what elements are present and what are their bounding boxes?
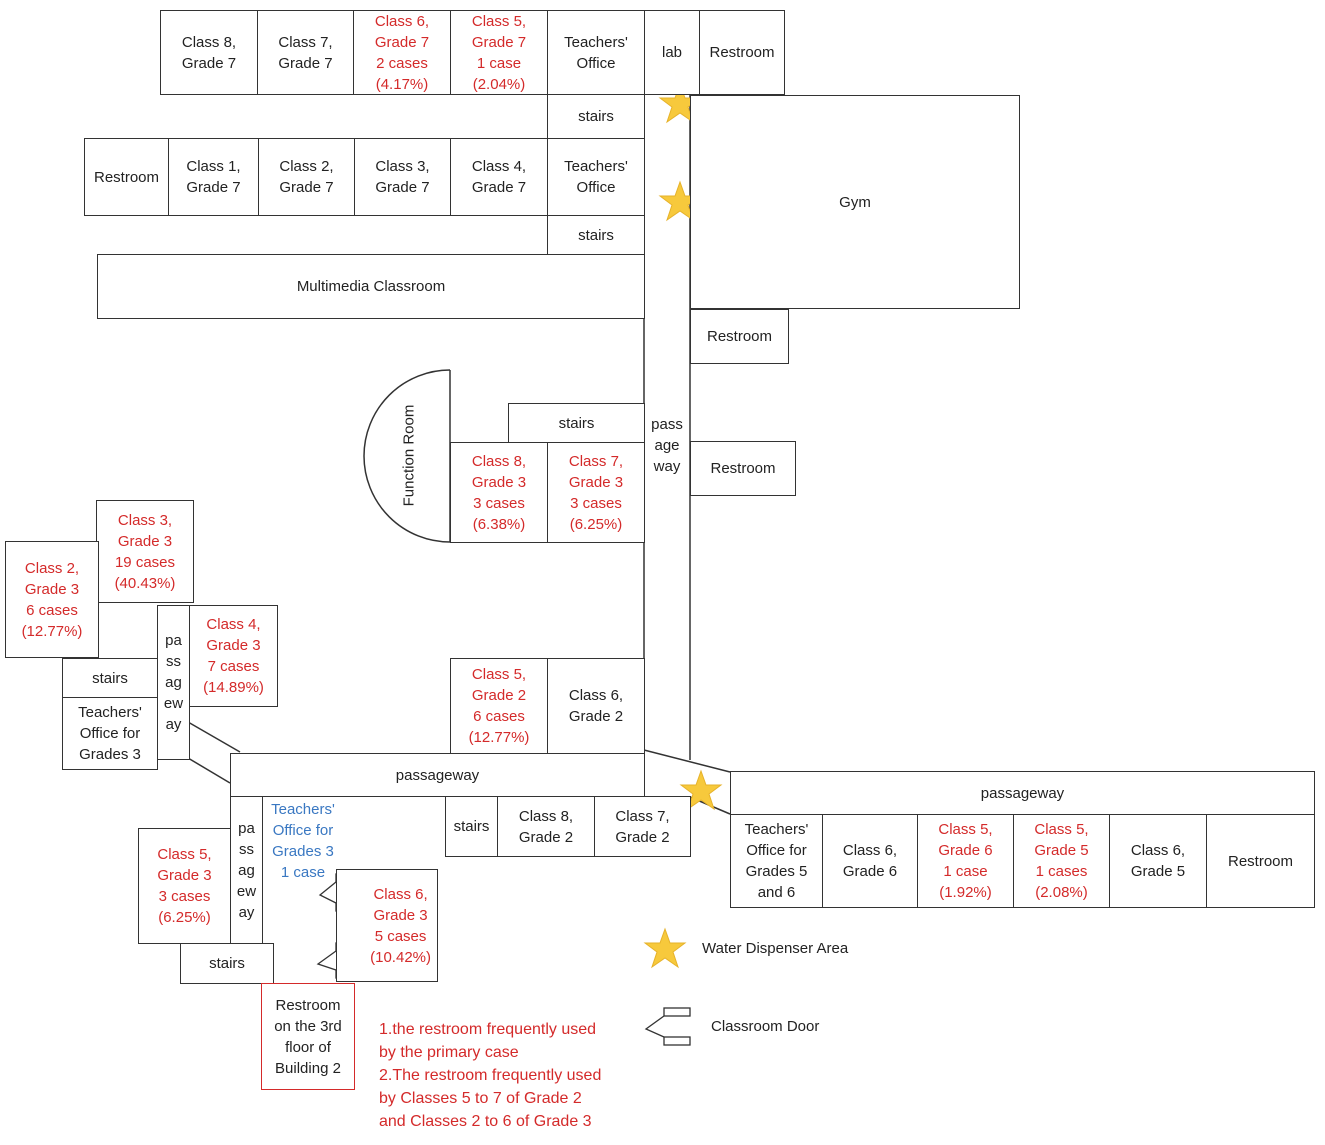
passageway-main: passageway — [230, 753, 645, 797]
room-restroom-right: Restroom — [1206, 814, 1315, 908]
room-class5-grade7: Class 5, Grade 7 1 case (2.04%) — [450, 10, 548, 95]
legend-star-icon — [643, 927, 687, 969]
room-restroom-grade7: Restroom — [84, 138, 169, 216]
room-class3-grade7: Class 3, Grade 7 — [354, 138, 451, 216]
room-class8-grade2: Class 8, Grade 2 — [497, 796, 595, 857]
stairs-6: stairs — [180, 943, 274, 984]
stairs-4: stairs — [62, 658, 158, 698]
legend-water-dispenser-label: Water Dispenser Area — [702, 940, 849, 957]
room-class8-grade7: Class 8, Grade 7 — [160, 10, 258, 95]
note-primary-case-restroom: 1.the restroom frequently used by the pr… — [379, 1021, 597, 1061]
room-class1-grade7: Class 1, Grade 7 — [168, 138, 259, 216]
legend-classroom-door-label: Classroom Door — [711, 1018, 820, 1035]
room-restroom-gym: Restroom — [690, 309, 789, 364]
room-restroom-top: Restroom — [699, 10, 785, 95]
room-class6-grade2: Class 6, Grade 2 — [547, 658, 645, 754]
room-class2-grade7: Class 2, Grade 7 — [258, 138, 355, 216]
water-dispenser-star-icon — [679, 769, 723, 811]
room-restroom-passage: Restroom — [690, 441, 796, 496]
room-class5-grade3: Class 5, Grade 3 3 cases (6.25%) — [138, 828, 231, 944]
room-teachers-office-grade3: Teachers' Office for Grades 3 — [62, 697, 158, 770]
room-teachers-office-mid: Teachers' Office — [547, 138, 645, 216]
stairs-2: stairs — [547, 215, 645, 255]
room-restroom-3rd-floor-building2: Restroom on the 3rd floor of Building 2 — [261, 983, 355, 1090]
room-class8-grade3: Class 8, Grade 3 3 cases (6.38%) — [450, 442, 548, 543]
room-class7-grade7: Class 7, Grade 7 — [257, 10, 354, 95]
room-class6-grade6: Class 6, Grade 6 — [822, 814, 918, 908]
room-class4-grade3: Class 4, Grade 3 7 cases (14.89%) — [189, 605, 278, 707]
stairs-1: stairs — [547, 94, 645, 139]
room-gym: Gym — [690, 95, 1020, 309]
room-class6-grade7: Class 6, Grade 7 2 cases (4.17%) — [353, 10, 451, 95]
room-class3-grade3: Class 3, Grade 3 19 cases (40.43%) — [96, 500, 194, 603]
passageway-small: pa ss ag ew ay — [157, 605, 190, 760]
room-class6-grade5: Class 6, Grade 5 — [1109, 814, 1207, 908]
room-class4-grade7: Class 4, Grade 7 — [450, 138, 548, 216]
room-class5-grade2: Class 5, Grade 2 6 cases (12.77%) — [450, 658, 548, 754]
note-grade-classes-restroom: 2.The restroom frequently used by Classe… — [379, 1067, 602, 1130]
room-class5-grade6: Class 5, Grade 6 1 case (1.92%) — [917, 814, 1014, 908]
room-class6-grade3: Class 6, Grade 3 5 cases (10.42%) — [336, 869, 438, 982]
room-class2-grade3: Class 2, Grade 3 6 cases (12.77%) — [5, 541, 99, 658]
legend-classroom-door-icon — [644, 1007, 691, 1046]
stairs-5: stairs — [445, 796, 498, 857]
stairs-3: stairs — [508, 403, 645, 443]
room-teachers-office-grade56: Teachers' Office for Grades 5 and 6 — [730, 814, 823, 908]
passageway-right: passageway — [730, 771, 1315, 815]
room-class7-grade2: Class 7, Grade 2 — [594, 796, 691, 857]
room-class7-grade3: Class 7, Grade 3 3 cases (6.25%) — [547, 442, 645, 543]
room-class5-grade5: Class 5, Grade 5 1 cases (2.08%) — [1013, 814, 1110, 908]
room-lab: lab — [644, 10, 700, 95]
room-multimedia-classroom: Multimedia Classroom — [97, 254, 645, 319]
passageway-left: pa ss ag ew ay — [230, 796, 263, 944]
room-teachers-office-top: Teachers' Office — [547, 10, 645, 95]
room-teachers-office-grade3-case: Teachers' Office for Grades 3 1 case — [271, 801, 335, 881]
passageway-vertical-label: pass age way — [651, 416, 683, 475]
room-function-room: Function Room — [400, 404, 418, 507]
